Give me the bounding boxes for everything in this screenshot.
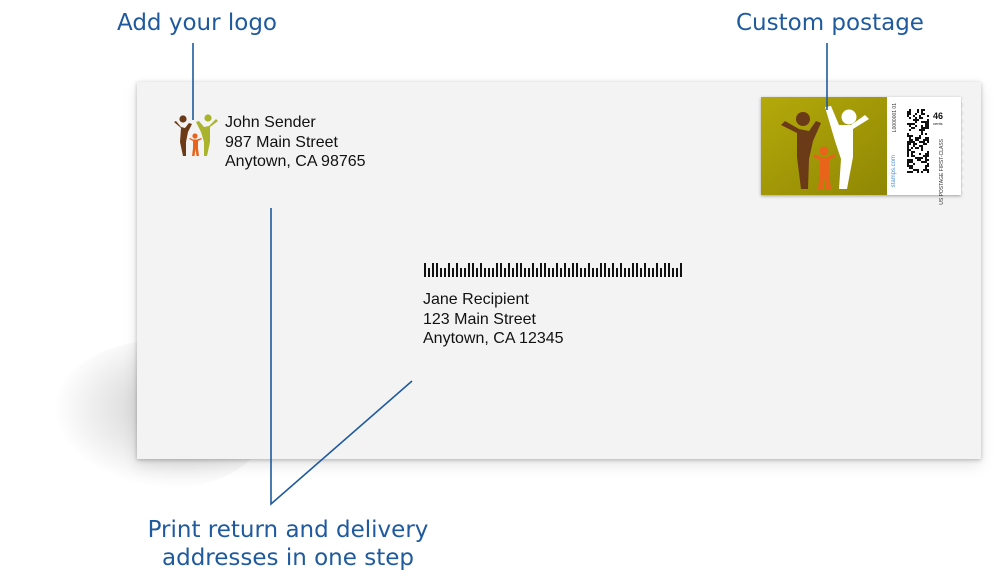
add-logo-callout: Add your logo	[117, 10, 278, 36]
print-callout-line-1: Print return and delivery	[147, 517, 429, 543]
print-leader-line	[270, 208, 413, 506]
sender-street: 987 Main Street	[225, 133, 338, 151]
stamp-perforation	[957, 97, 965, 195]
family-logo-icon	[174, 114, 218, 156]
recipient-street: 123 Main Street	[423, 310, 536, 328]
qr-code-icon	[907, 109, 929, 173]
print-addresses-callout: Print return and delivery addresses in o…	[120, 516, 456, 572]
stamp-info-panel: L0000001 01 stamps.com 46 cents US POSTA…	[887, 97, 965, 205]
custom-postage-callout: Custom postage	[736, 10, 924, 36]
delivery-address: Jane Recipient 123 Main Street Anytown, …	[423, 290, 564, 349]
custom-postage-stamp: L0000001 01 stamps.com 46 cents US POSTA…	[761, 97, 965, 205]
stamp-value: 46	[933, 111, 944, 121]
envelope: John Sender 987 Main Street Anytown, CA …	[137, 82, 981, 459]
stamp-cents: cents	[933, 121, 943, 126]
recipient-city: Anytown, CA 12345	[423, 330, 564, 347]
postal-barcode-icon	[424, 263, 682, 277]
sender-city: Anytown, CA 98765	[225, 153, 366, 170]
recipient-name: Jane Recipient	[423, 291, 529, 308]
sender-name: John Sender	[225, 114, 316, 131]
return-address: John Sender 987 Main Street Anytown, CA …	[225, 113, 366, 172]
stamp-artwork	[761, 97, 887, 195]
print-callout-line-2: addresses in one step	[162, 545, 414, 571]
